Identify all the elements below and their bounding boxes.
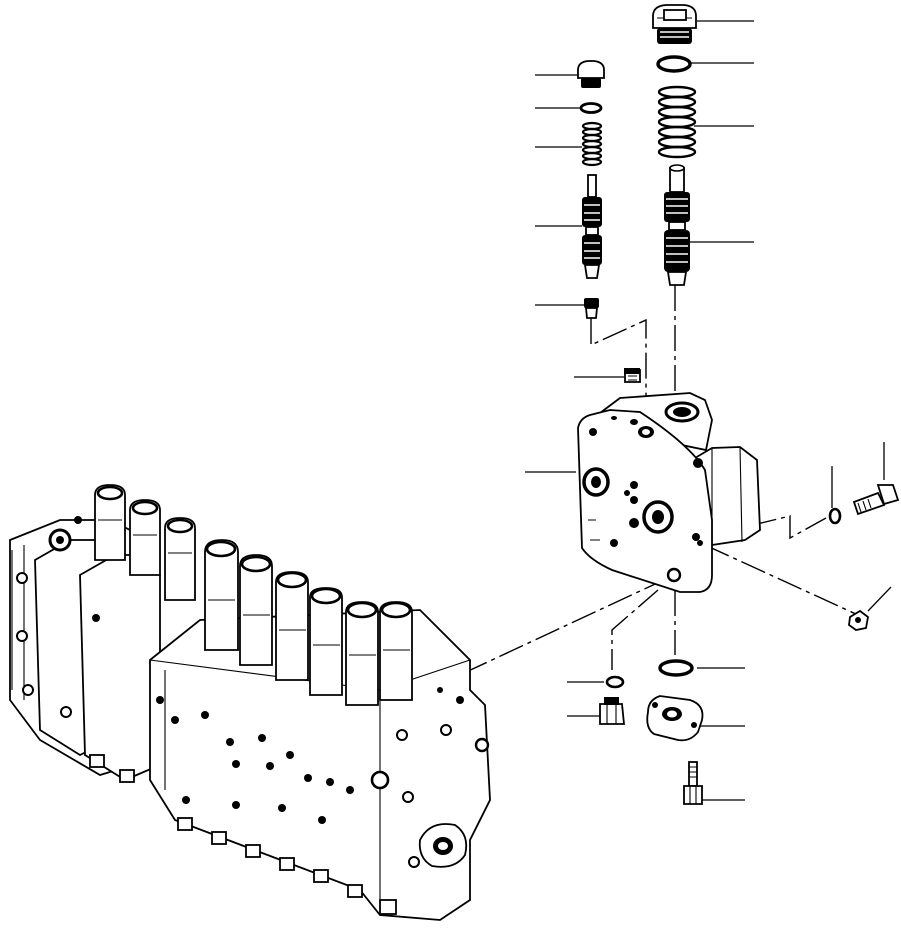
large-spring[interactable] [657, 85, 697, 159]
main-block-ports [156, 687, 490, 868]
bottom-left-plug[interactable] [599, 697, 625, 725]
main-control-valve[interactable] [9, 484, 491, 921]
flange-bolt[interactable] [683, 761, 703, 805]
bottom-left-o-ring[interactable] [605, 675, 625, 689]
nut[interactable] [848, 609, 869, 631]
large-plug[interactable] [652, 4, 697, 44]
bolt[interactable] [852, 484, 900, 516]
small-seat[interactable] [584, 298, 599, 319]
large-poppet[interactable] [664, 164, 690, 286]
leader-lines [525, 20, 892, 801]
small-valve[interactable] [582, 174, 602, 279]
flange[interactable] [646, 695, 704, 742]
small-plug[interactable] [577, 60, 605, 88]
small-spring[interactable] [581, 121, 603, 167]
spool-caps-front [204, 539, 413, 706]
spool-caps-rear [94, 484, 196, 601]
washer[interactable] [828, 507, 842, 525]
small-o-ring[interactable] [579, 102, 603, 114]
bottom-bolts [89, 754, 397, 915]
valve-body[interactable] [577, 392, 761, 593]
bottom-o-ring[interactable] [658, 659, 694, 677]
large-o-ring[interactable] [656, 55, 692, 73]
leader-nut[interactable] [867, 586, 892, 612]
cap-plug[interactable] [624, 368, 641, 383]
